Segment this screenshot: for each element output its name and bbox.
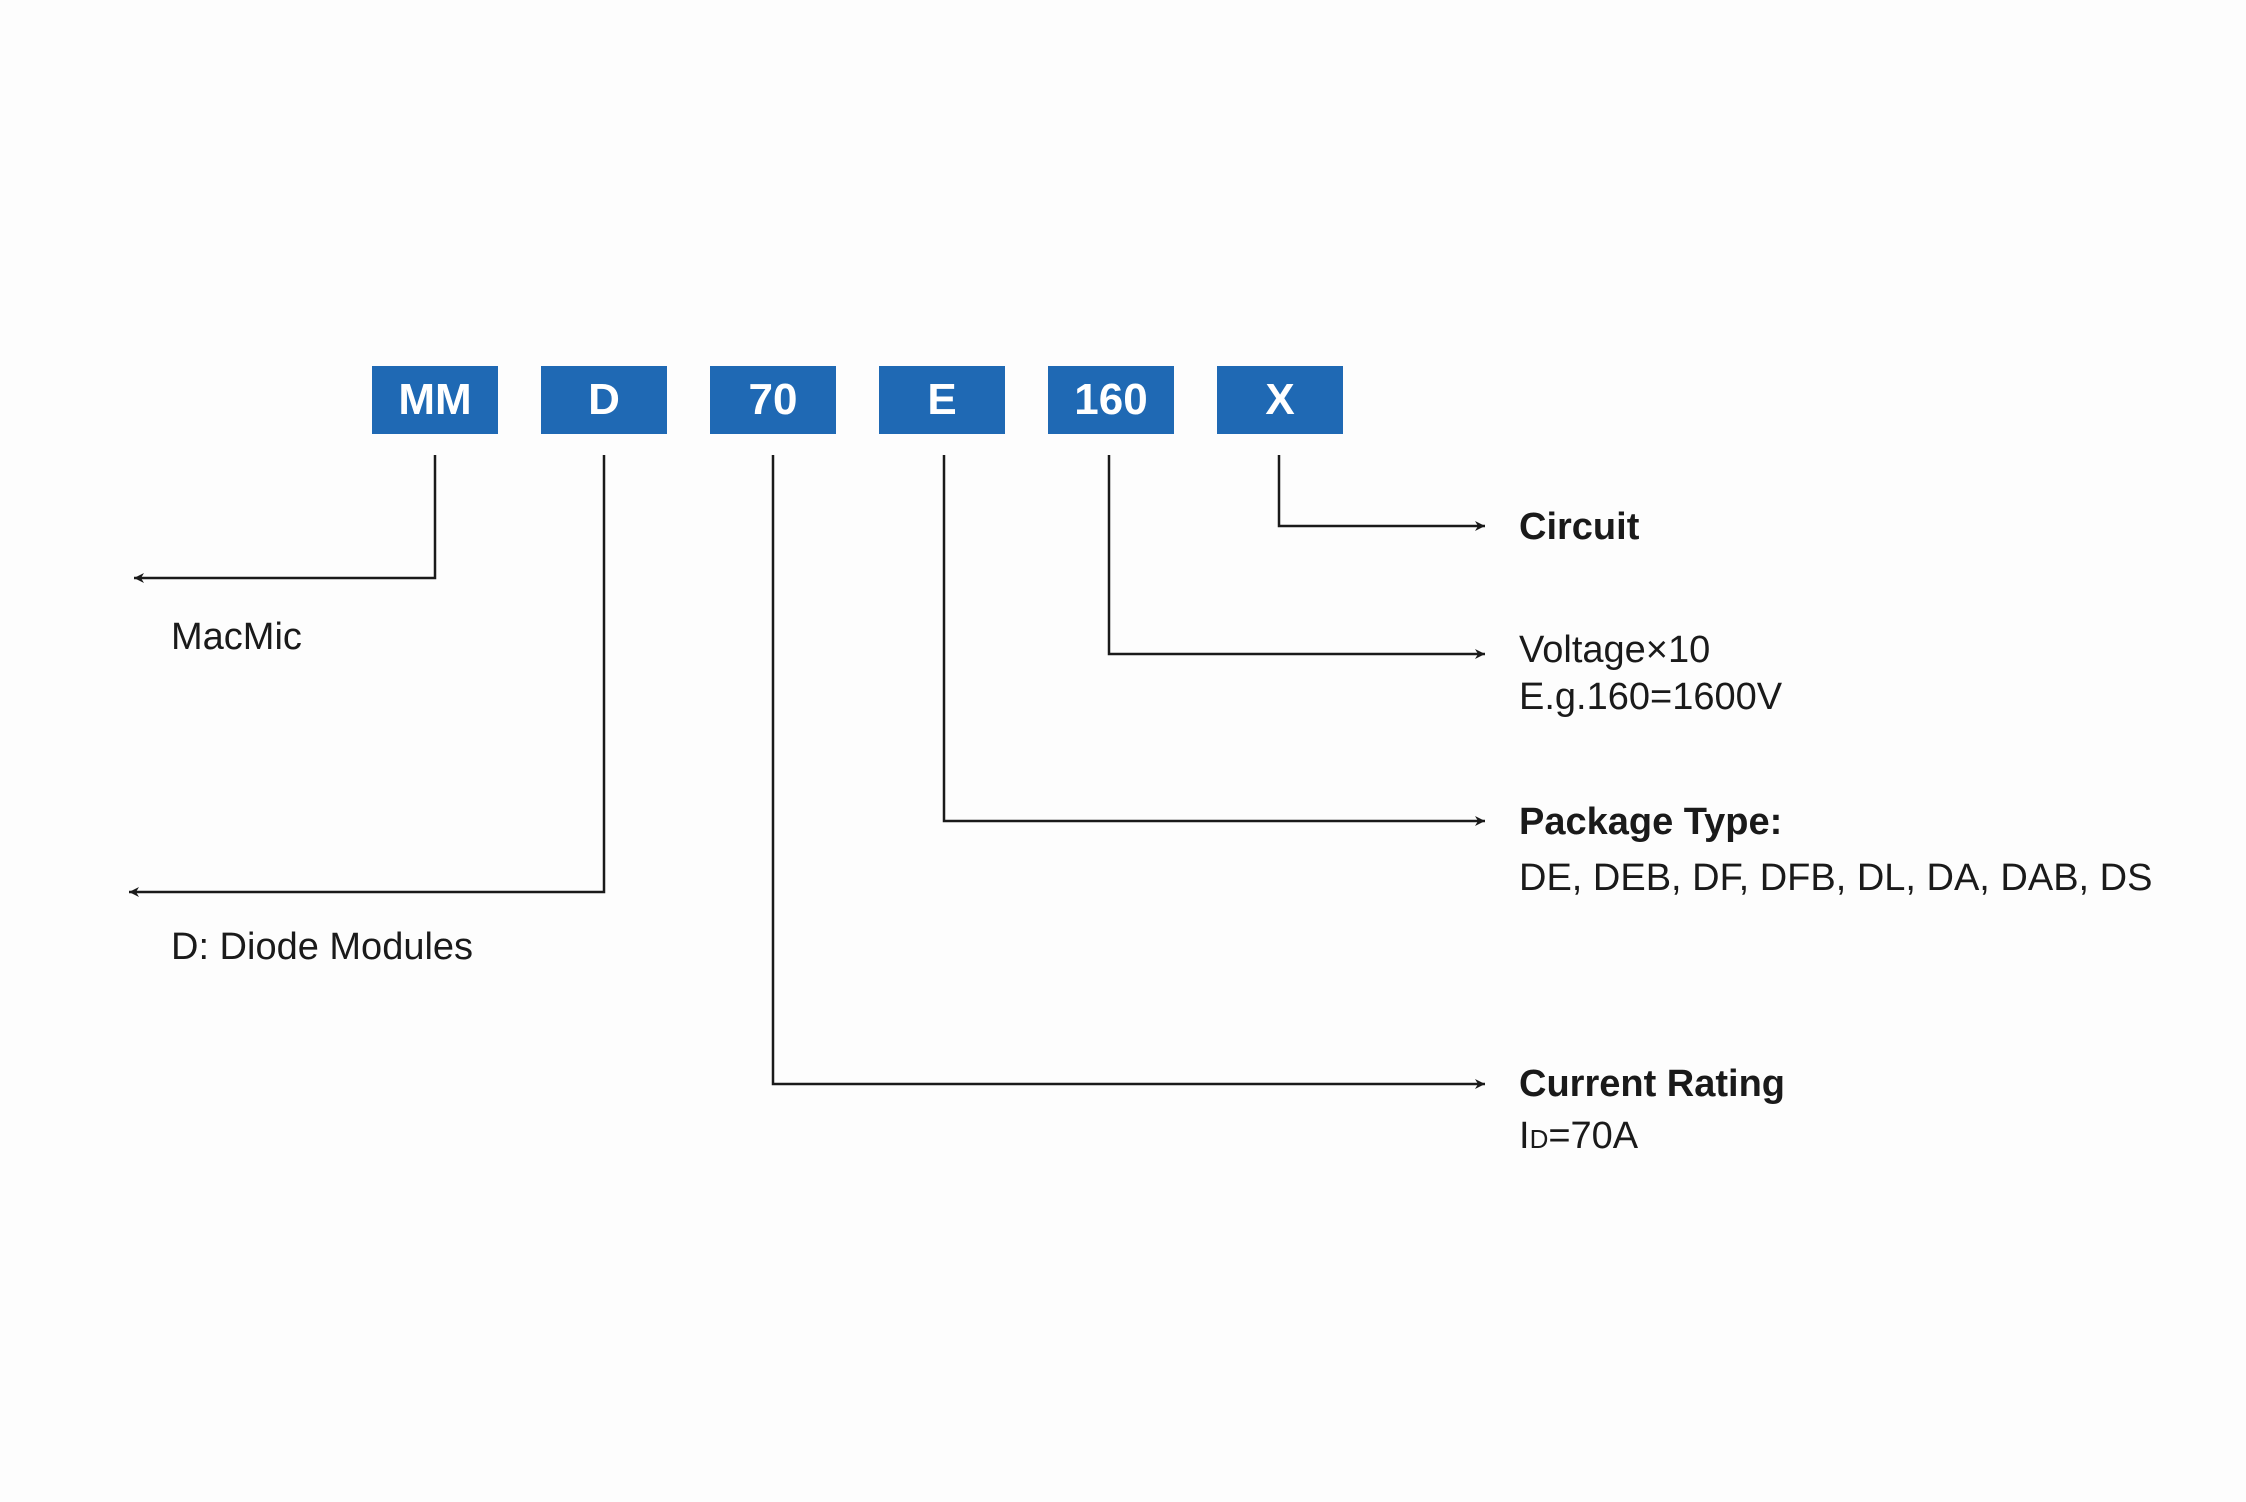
code-box-160: 160: [1048, 366, 1174, 434]
code-box-mm: MM: [372, 366, 498, 434]
code-text-d: D: [588, 375, 620, 424]
label-current-rating-title: Current Rating: [1519, 1063, 1785, 1105]
label-package-type-list: DE, DEB, DF, DFB, DL, DA, DAB, DS: [1519, 857, 2153, 899]
label-voltage-line1: Voltage×10: [1519, 629, 1711, 671]
code-text-x: X: [1265, 375, 1295, 424]
connector-x-to-circuit: [1277, 455, 1485, 531]
connector-d-to-diode-modules: [129, 455, 606, 897]
code-text-mm: MM: [398, 375, 472, 424]
current-symbol: I: [1519, 1115, 1530, 1157]
code-box-70: 70: [710, 366, 836, 434]
label-circuit: Circuit: [1519, 506, 1640, 548]
connector-70-to-current-rating: [771, 455, 1485, 1089]
current-subscript: D: [1529, 1124, 1549, 1154]
label-package-type-title: Package Type:: [1519, 801, 1783, 843]
current-value: =70A: [1548, 1115, 1639, 1157]
connector-160-to-voltage: [1107, 455, 1485, 659]
connector-e-to-package-type: [942, 455, 1485, 826]
code-box-d: D: [541, 366, 667, 434]
label-diode-modules: D: Diode Modules: [171, 926, 474, 968]
label-macmic: MacMic: [171, 616, 302, 658]
code-box-x: X: [1217, 366, 1343, 434]
label-current-rating-value: ID=70A: [1519, 1117, 1638, 1155]
connector-mm-to-macmic: [134, 455, 437, 583]
code-text-70: 70: [748, 375, 798, 424]
code-box-e: E: [879, 366, 1005, 434]
label-voltage-example: E.g.160=1600V: [1519, 676, 1783, 718]
code-text-160: 160: [1074, 375, 1148, 424]
code-text-e: E: [927, 375, 957, 424]
